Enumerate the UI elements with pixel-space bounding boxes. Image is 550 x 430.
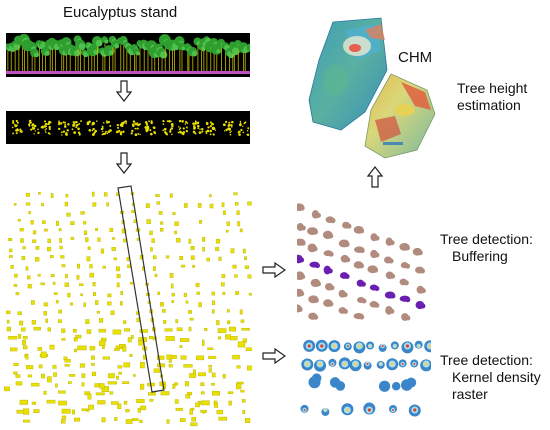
chm-label: CHM (398, 49, 433, 66)
buffering-label-line2: Buffering (452, 248, 508, 264)
chm-image (308, 17, 436, 159)
buffering-map (297, 198, 431, 322)
filtered-points-image (11, 119, 250, 137)
hollow-arrow-right-icon (262, 348, 286, 364)
tree-height-label-line1: Tree height (457, 80, 528, 96)
tree-points-map (4, 184, 252, 428)
selected-row-box (117, 185, 165, 393)
tree-height-label-line2: estimation (457, 97, 521, 113)
hollow-arrow-up-icon (367, 166, 383, 188)
tree-points-image (4, 185, 252, 427)
hollow-arrow-down-icon (116, 152, 132, 174)
kernel-density-map (297, 334, 431, 430)
hollow-arrow-right-icon (262, 262, 286, 278)
kde-label-line1: Tree detection: (440, 352, 533, 368)
buffering-label-line1: Tree detection: (440, 231, 533, 247)
kde-label-line2: Kernel density (452, 369, 541, 385)
chm-map (305, 10, 445, 160)
filtered-points-panel (6, 111, 250, 144)
kernel-density-image (300, 339, 431, 417)
lidar-profile-panel (6, 33, 250, 77)
buffering-image (297, 203, 426, 321)
hollow-arrow-down-icon (116, 80, 132, 102)
lidar-profile-image (6, 33, 250, 74)
stand-title: Eucalyptus stand (63, 4, 178, 21)
kde-label-line3: raster (452, 386, 488, 402)
